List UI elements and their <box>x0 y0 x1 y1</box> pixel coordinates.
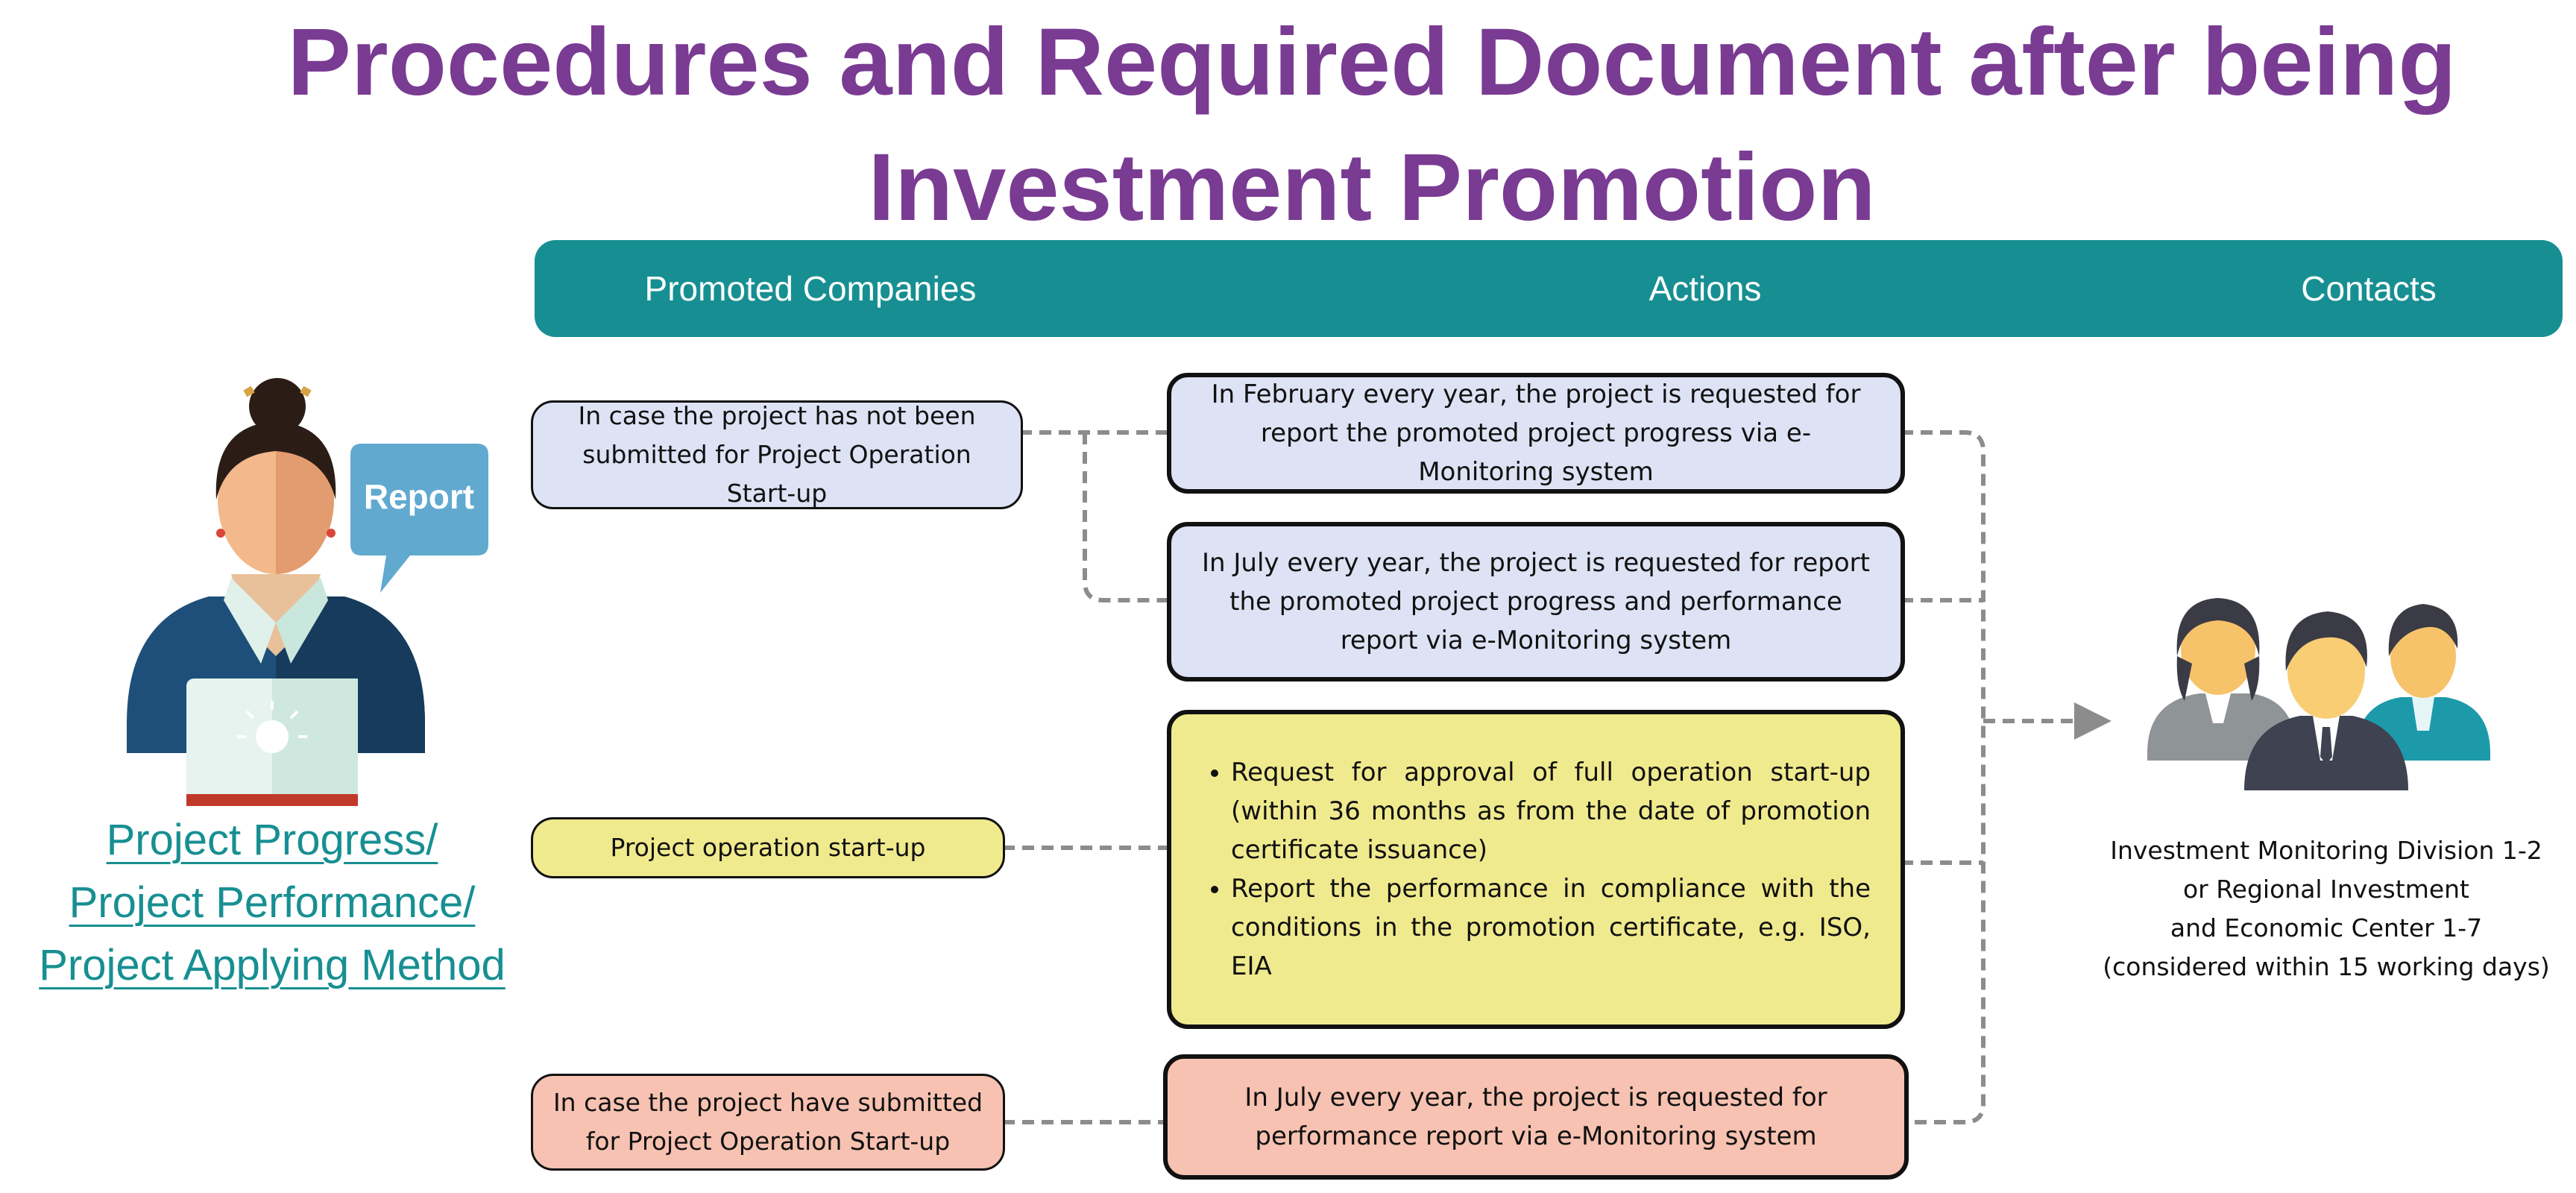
reporter-person-icon: Report <box>127 378 488 806</box>
company-box-submitted: In case the project have submitted for P… <box>531 1074 1005 1171</box>
project-progress-link[interactable]: Project Progress/ Project Performance/ P… <box>15 809 529 997</box>
speech-bubble-label: Report <box>364 477 474 516</box>
action-bullet-list: Request for approval of full operation s… <box>1186 753 1871 986</box>
action-bullet-item: Report the performance in compliance wit… <box>1231 869 1871 986</box>
action-box-operation-start-up: Request for approval of full operation s… <box>1167 710 1905 1029</box>
company-box-operation-start-up: Project operation start-up <box>531 817 1005 878</box>
link-line-1[interactable]: Project Progress/ <box>106 816 438 864</box>
column-header-bar: Promoted Companies Actions Contacts <box>535 240 2563 337</box>
company-box-not-submitted: In case the project has not been submitt… <box>531 400 1023 509</box>
action-box-july-progress-report: In July every year, the project is reque… <box>1167 522 1905 682</box>
connector-actions-bus <box>1901 430 1985 1124</box>
connector-company1-action2 <box>1083 432 1167 602</box>
contacts-line: or Regional Investment <box>2182 875 2469 904</box>
action-box-july-performance-report: In July every year, the project is reque… <box>1163 1054 1909 1180</box>
header-promoted-companies: Promoted Companies <box>644 269 977 308</box>
link-line-3[interactable]: Project Applying Method <box>39 941 506 989</box>
page-title: Procedures and Required Document after b… <box>287 9 2457 241</box>
contacts-line: and Economic Center 1-7 <box>2170 913 2483 942</box>
contacts-group-icon <box>2147 598 2490 790</box>
contacts-description: Investment Monitoring Division 1-2 or Re… <box>2095 831 2557 986</box>
arrow-head-icon <box>2074 702 2111 740</box>
contacts-line: Investment Monitoring Division 1-2 <box>2110 836 2542 865</box>
header-actions: Actions <box>1648 269 1762 308</box>
contacts-line: (considered within 15 working days) <box>2103 952 2550 981</box>
link-line-2[interactable]: Project Performance/ <box>69 878 476 927</box>
action-bullet-item: Request for approval of full operation s… <box>1231 753 1871 869</box>
header-contacts: Contacts <box>2301 269 2437 308</box>
action-box-february-report: In February every year, the project is r… <box>1167 373 1905 494</box>
